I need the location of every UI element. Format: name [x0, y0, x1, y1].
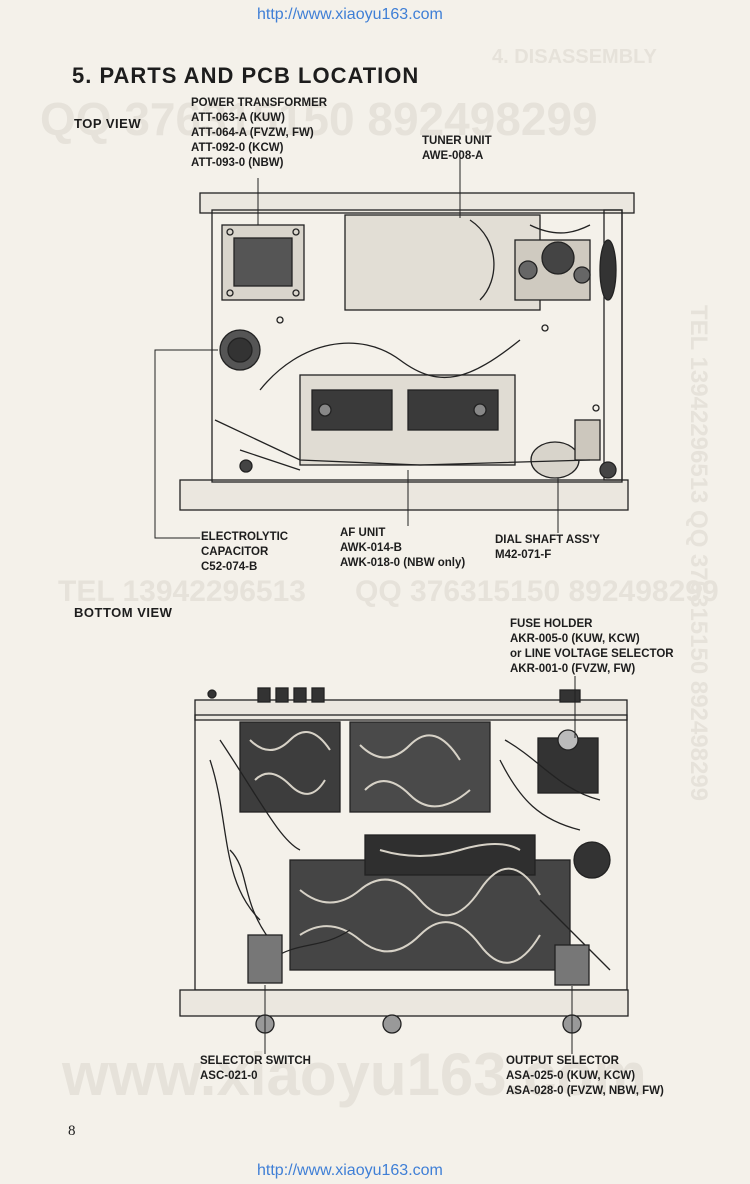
bottom-leader-lines — [264, 676, 576, 1054]
fuse-holder-callout: FUSE HOLDER AKR-005-0 (KUW, KCW) or LINE… — [510, 618, 674, 675]
section-title: 5. PARTS AND PCB LOCATION — [72, 63, 420, 88]
trace-patterns — [249, 731, 541, 964]
tuner-unit-part — [344, 214, 591, 311]
dial-shaft-callout: DIAL SHAFT ASS'Y M42-071-F — [495, 534, 600, 561]
watermark-site: www.xiaoyu163.com — [62, 1041, 647, 1108]
footer-url[interactable]: http://www.xiaoyu163.com — [257, 1162, 443, 1179]
tuner-unit-callout: TUNER UNIT AWE-008-A — [422, 135, 492, 162]
power-transformer-callout: POWER TRANSFORMER ATT-063-A (KUW) ATT-06… — [191, 97, 328, 169]
selector-switch-callout: SELECTOR SWITCH ASC-021-0 — [200, 1055, 311, 1082]
electrolytic-capacitor-callout: ELECTROLYTIC CAPACITOR C52-074-B — [201, 531, 289, 573]
fuse-holder-part — [537, 729, 599, 794]
output-selector-callout: OUTPUT SELECTOR ASA-025-0 (KUW, KCW) ASA… — [506, 1055, 664, 1097]
top-view-chassis — [179, 192, 635, 511]
watermark-qq-mid: QQ 376315150 892498299 — [355, 575, 719, 608]
header-url[interactable]: http://www.xiaoyu163.com — [257, 6, 443, 23]
bottom-view-label: BOTTOM VIEW — [74, 605, 173, 620]
electrolytic-capacitor-part — [219, 329, 261, 371]
selector-switch-part — [247, 934, 283, 1034]
bottom-view-chassis — [179, 699, 629, 1017]
rear-jacks — [207, 687, 581, 703]
watermark-tel: TEL 13942296513 — [58, 575, 306, 608]
page-number: 8 — [68, 1123, 76, 1139]
af-unit-part — [299, 374, 516, 466]
dial-shaft-part — [530, 419, 617, 479]
watermark-qq: QQ 376315150 892498299 — [40, 93, 598, 145]
top-leader-lines — [154, 150, 559, 539]
af-unit-callout: AF UNIT AWK-014-B AWK-018-0 (NBW only) — [340, 527, 466, 569]
watermark-header-faint: 4. DISASSEMBLY — [492, 46, 657, 68]
power-transformer-part — [221, 224, 305, 301]
dial-drum-part — [599, 239, 617, 301]
top-view-label: TOP VIEW — [74, 116, 142, 131]
bottom-pcb-boards — [239, 721, 571, 971]
bottom-capacitor-part — [573, 841, 611, 879]
